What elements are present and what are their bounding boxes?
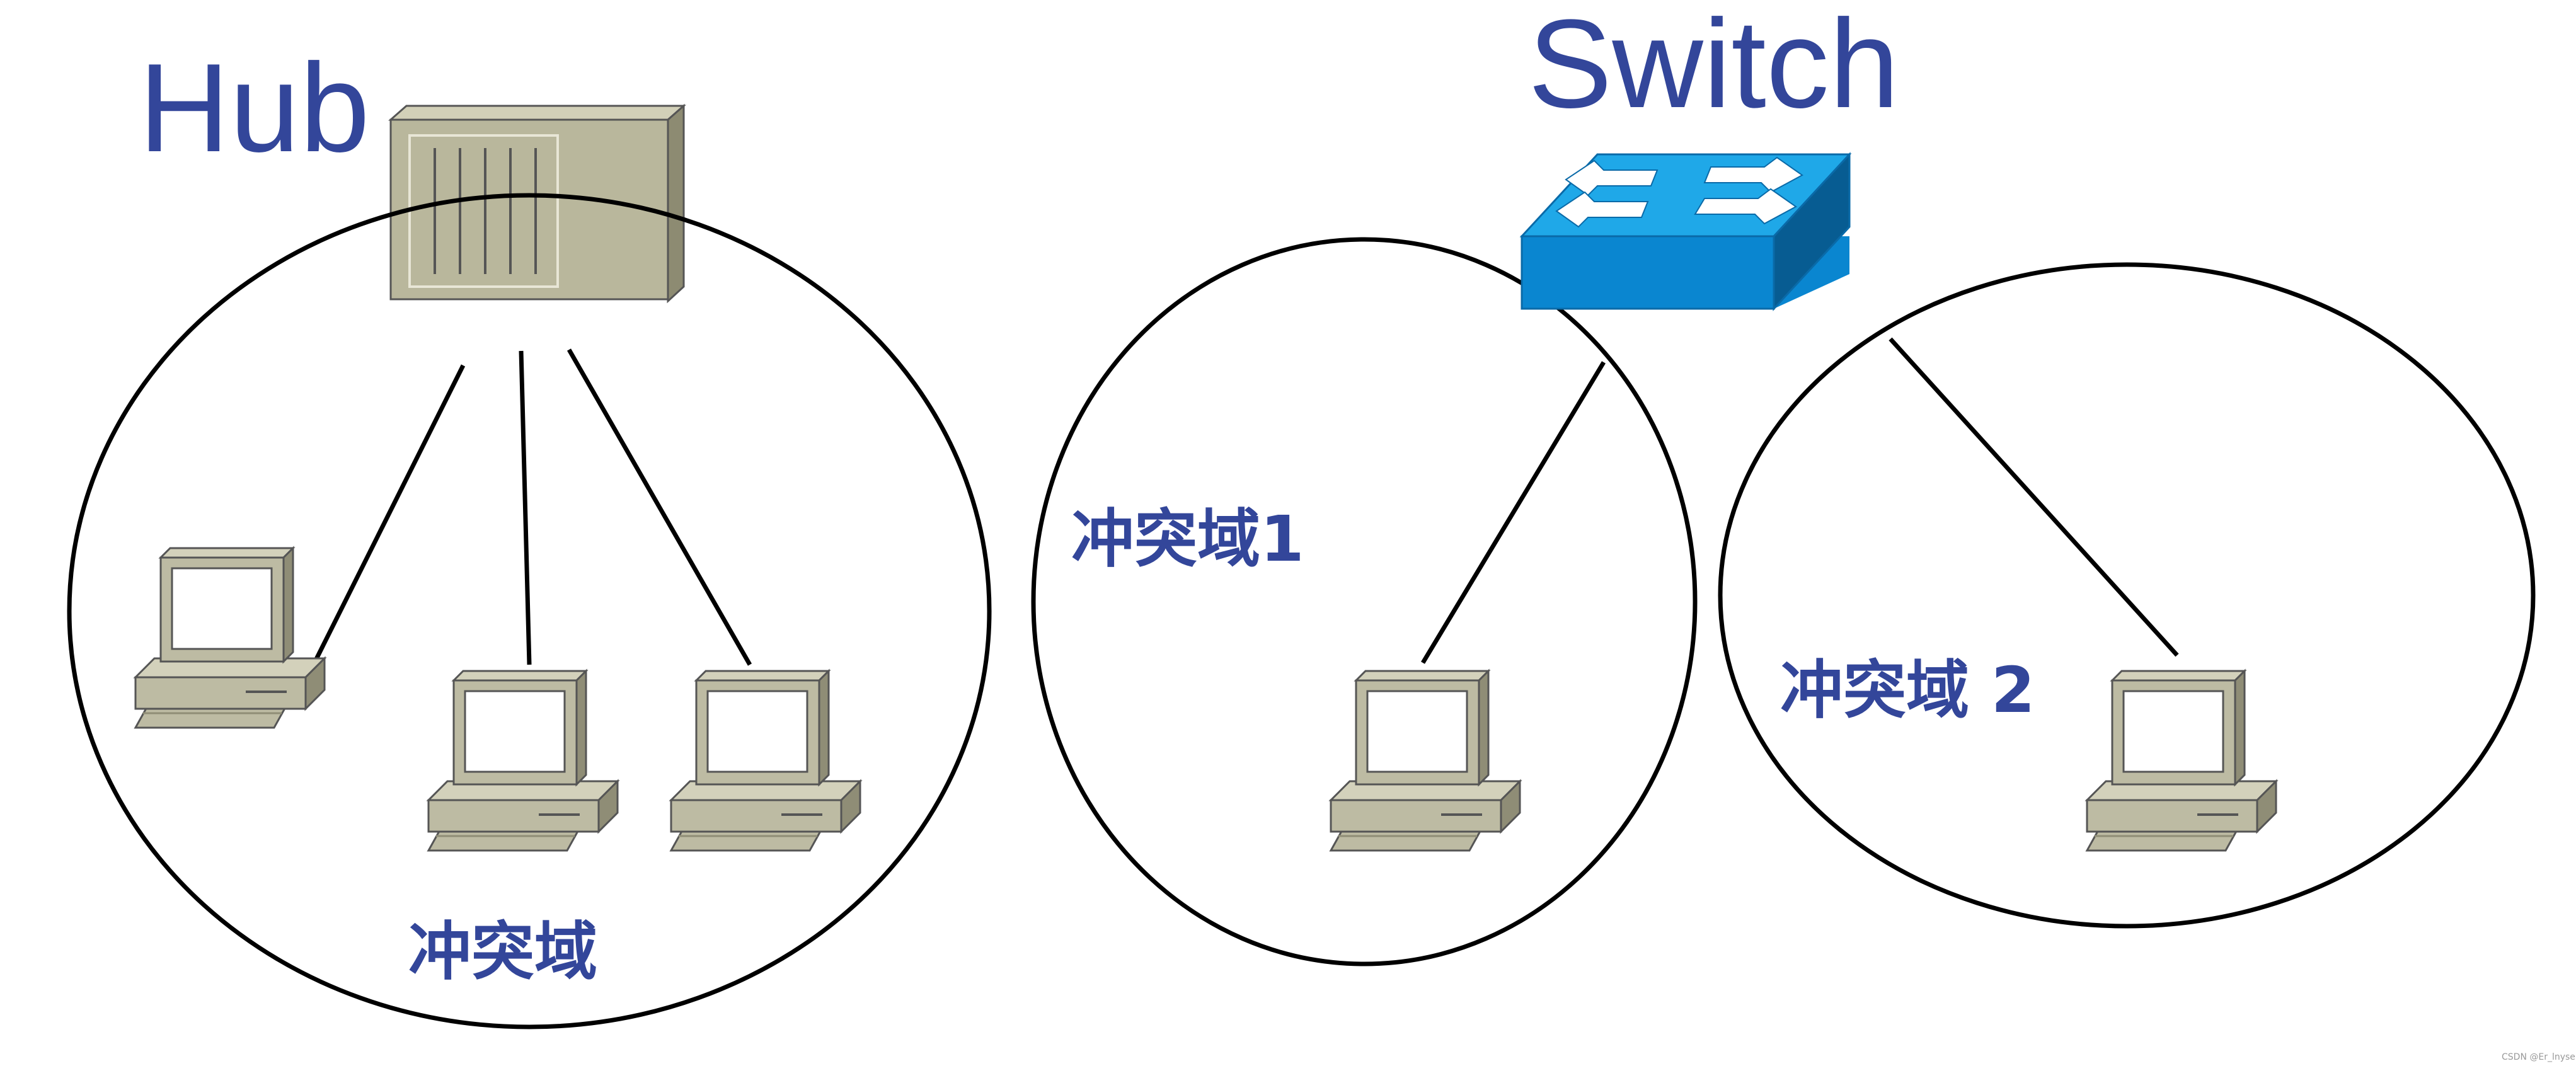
computer-icon <box>427 670 619 852</box>
hub-section: Hub 冲突域 <box>67 38 992 1029</box>
hub-cable-1 <box>300 364 466 688</box>
hub-icon <box>388 103 686 304</box>
hub-cable-2 <box>519 350 532 665</box>
switch-title: Switch <box>1528 0 1899 134</box>
switch-cable-1 <box>1421 361 1606 664</box>
switch-icon <box>1519 152 1852 311</box>
switch-cable-2 <box>1889 337 2179 657</box>
switch-section: Switch 冲突域1 冲突域 2 <box>1031 0 2536 966</box>
computer-icon <box>2086 670 2277 852</box>
computer-icon <box>134 547 326 729</box>
hub-domain-label: 冲突域 <box>408 915 597 989</box>
hub-collision-domain-ellipse <box>67 193 992 1029</box>
watermark: CSDN @Er_lnyse <box>2502 1052 2575 1062</box>
hub-title: Hub <box>139 38 370 178</box>
switch-collision-domain-1-ellipse <box>1031 237 1698 966</box>
switch-collision-domain-2-ellipse <box>1718 262 2536 929</box>
computer-icon <box>1330 670 1521 852</box>
switch-domain-2-label: 冲突域 2 <box>1780 653 2035 727</box>
computer-icon <box>670 670 861 852</box>
hub-cable-3 <box>566 348 752 666</box>
switch-domain-1-label: 冲突域1 <box>1071 502 1304 576</box>
